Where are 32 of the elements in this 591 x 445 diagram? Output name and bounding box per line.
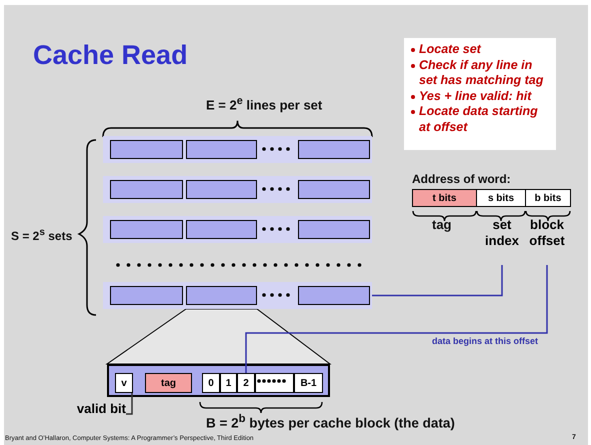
slide-title: Cache Read [33,40,188,71]
connector-line [372,265,503,296]
cache-set-row [103,282,372,309]
byte-cell: 1 [220,373,237,393]
address-field: b bits [525,189,571,207]
address-field: t bits [412,189,477,207]
byte-cell: B-1 [294,373,323,393]
byte-cell: 0 [202,373,220,393]
field-label: valid bit [70,401,126,419]
field-label: block offset [524,217,570,265]
edge-label: data begins at this offset [430,336,540,346]
cache-set-row [103,176,372,203]
leader-line [126,393,133,415]
field-label: tag [432,217,452,232]
dimension-label: S = 2$^{s}$ sets [11,227,72,243]
address-field: s bits [476,189,526,207]
valid-bit-field: v [115,373,133,393]
note-box [404,38,556,150]
byte-cell [255,373,294,393]
dimension-label: E = 2$^{e}$ lines per set [206,95,322,112]
connector-line [245,265,548,373]
heading: Address of word: [412,172,511,186]
cache-set-row [103,136,372,163]
bullet-item: Locate set [419,42,481,56]
field-label: set index [480,217,524,265]
byte-cell: 2 [237,373,255,393]
bullet-item: Check if any line in set has matching tag [419,58,544,87]
bullet-item: Yes + line valid: hit [419,88,532,102]
bullet-item: Locate data starting at offset [419,104,538,134]
dimension-label: B = 2$^{b}$ bytes per cache block (the data) [206,413,455,430]
cache-set-row [103,216,372,243]
tag-field: tag [145,373,192,393]
